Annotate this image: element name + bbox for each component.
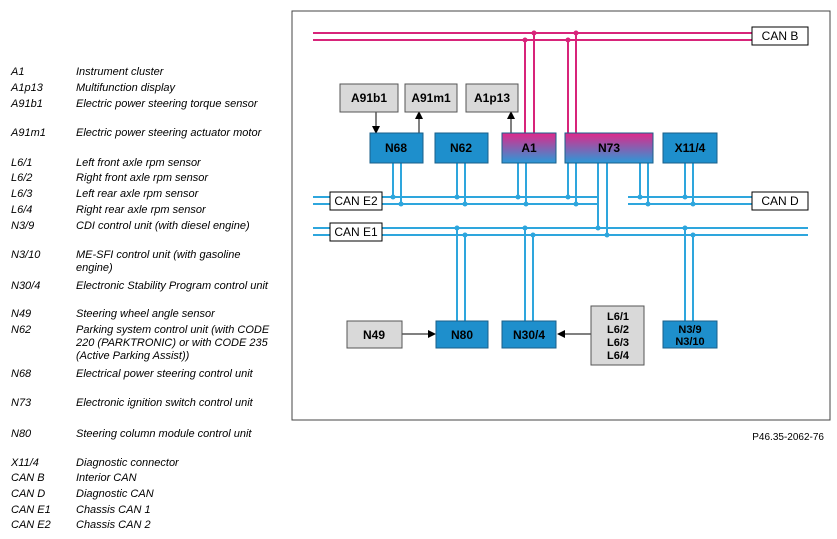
legend-desc: Chassis CAN 1 xyxy=(76,504,151,516)
module-n73-label: N73 xyxy=(598,141,620,155)
can-e-buses xyxy=(313,163,808,321)
can-b-label: CAN B xyxy=(751,26,809,46)
legend-desc: Parking system control unit (with CODE 2… xyxy=(76,324,270,362)
signal-arrows xyxy=(372,111,591,338)
legend-desc: Diagnostic connector xyxy=(76,457,179,469)
legend-desc: CDI control unit (with diesel engine) xyxy=(76,220,250,232)
legend-desc: Electric power steering actuator motor xyxy=(76,127,262,139)
legend-desc: Multifunction display xyxy=(76,82,176,94)
module-a91m1: A91m1 xyxy=(404,83,458,113)
legend-desc: Left rear axle rpm sensor xyxy=(76,188,199,200)
legend-desc: Diagnostic CAN xyxy=(76,488,154,500)
module-a91m1-label: A91m1 xyxy=(411,91,451,105)
legend-desc: Left front axle rpm sensor xyxy=(76,157,201,169)
legend-code: CAN D xyxy=(11,488,46,500)
module-l6-sensors: L6/1 L6/2 L6/3 L6/4 xyxy=(590,305,645,366)
legend-desc: Interior CAN xyxy=(76,472,137,484)
legend-desc: Chassis CAN 2 xyxy=(76,519,151,531)
module-n49: N49 xyxy=(346,320,403,349)
module-n80: N80 xyxy=(435,320,489,349)
legend-code: L6/1 xyxy=(11,157,33,169)
l6-2-label: L6/2 xyxy=(607,324,629,336)
legend-code: CAN B xyxy=(11,472,45,484)
module-n3-9-label: N3/9 xyxy=(678,324,701,336)
can-e-junctions xyxy=(390,194,696,238)
legend-code: X11/4 xyxy=(11,457,39,469)
can-e1-label-text: CAN E1 xyxy=(334,225,378,239)
can-e1-label: CAN E1 xyxy=(329,222,383,242)
legend-code: N3/10 xyxy=(11,249,41,261)
diagram-frame xyxy=(291,10,831,421)
legend-code: L6/3 xyxy=(11,188,33,200)
legend-code: CAN E1 xyxy=(11,504,51,516)
legend-desc: ME-SFI control unit (with gasoline engin… xyxy=(76,249,241,274)
legend-desc: Right rear axle rpm sensor xyxy=(76,204,206,216)
module-n49-label: N49 xyxy=(363,328,385,342)
module-a1p13-label: A1p13 xyxy=(474,91,510,105)
legend-code: L6/4 xyxy=(11,204,33,216)
legend-code: N62 xyxy=(11,324,32,336)
can-e2-label-text: CAN E2 xyxy=(334,194,378,208)
module-n80-label: N80 xyxy=(451,328,473,342)
module-a1p13: A1p13 xyxy=(465,83,519,113)
can-d-label-text: CAN D xyxy=(761,194,799,208)
legend-desc: Electronic ignition switch control unit xyxy=(76,397,253,409)
legend-desc: Electronic Stability Program control uni… xyxy=(76,280,268,292)
legend-code: N3/9 xyxy=(11,220,35,232)
legend-code: A91b1 xyxy=(11,98,43,110)
module-a1: A1 xyxy=(501,132,557,164)
module-n62-label: N62 xyxy=(450,141,472,155)
can-b-junctions xyxy=(522,30,579,43)
legend: A1 Instrument cluster A1p13 Multifunction … xyxy=(0,0,290,539)
module-a1-label: A1 xyxy=(521,141,537,155)
legend-code: N30/4 xyxy=(11,280,41,292)
legend-desc: Steering column module control unit xyxy=(76,428,252,440)
module-x11-4: X11/4 xyxy=(662,132,718,164)
module-n30-4-label: N30/4 xyxy=(513,328,545,342)
legend-code: A1 xyxy=(11,66,25,78)
module-a91b1: A91b1 xyxy=(339,83,399,113)
module-n68: N68 xyxy=(369,132,424,164)
module-n3: N3/9 N3/10 xyxy=(662,320,718,349)
legend-desc: Electrical power steering control unit xyxy=(76,368,253,380)
l6-1-label: L6/1 xyxy=(607,311,629,323)
legend-desc: Steering wheel angle sensor xyxy=(76,308,215,320)
legend-desc: Electric power steering torque sensor xyxy=(76,98,258,110)
module-x11-4-label: X11/4 xyxy=(675,141,706,155)
module-n3-10-label: N3/10 xyxy=(675,336,704,348)
legend-code: CAN E2 xyxy=(11,519,51,531)
legend-code: N80 xyxy=(11,428,32,440)
legend-code: A91m1 xyxy=(11,127,46,139)
figure-reference: P46.35-2062-76 xyxy=(752,432,824,443)
module-n73: N73 xyxy=(564,132,654,164)
can-e2-label: CAN E2 xyxy=(329,191,383,211)
legend-code: A1p13 xyxy=(11,82,43,94)
legend-code: N68 xyxy=(11,368,32,380)
module-a91b1-label: A91b1 xyxy=(351,91,387,105)
legend-code: N49 xyxy=(11,308,32,320)
legend-code: N73 xyxy=(11,397,32,409)
module-n68-label: N68 xyxy=(385,141,407,155)
legend-desc: Instrument cluster xyxy=(76,66,164,78)
module-n30-4: N30/4 xyxy=(501,320,557,349)
can-d-label: CAN D xyxy=(751,191,809,211)
module-n62: N62 xyxy=(434,132,489,164)
l6-3-label: L6/3 xyxy=(607,337,629,349)
legend-desc: Right front axle rpm sensor xyxy=(76,172,209,184)
can-b-label-text: CAN B xyxy=(762,29,799,43)
l6-4-label: L6/4 xyxy=(607,350,630,362)
legend-code: L6/2 xyxy=(11,172,33,184)
